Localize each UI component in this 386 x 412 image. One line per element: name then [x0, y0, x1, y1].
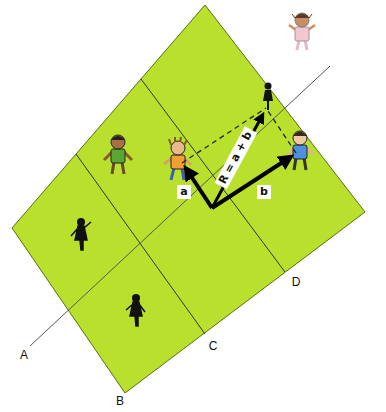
kid-hair: [169, 137, 187, 145]
kid-hair: [292, 14, 312, 18]
silhouette-head: [265, 83, 272, 90]
silhouette-body: [263, 90, 273, 110]
kid-figure: [287, 131, 314, 170]
kid-hair: [293, 132, 307, 137]
silhouette-figure: [71, 218, 91, 250]
field-divider: [76, 154, 205, 334]
kid-leg: [112, 162, 114, 174]
kid-leg: [171, 168, 174, 180]
kid-shirt: [111, 149, 125, 163]
kid-shirt: [295, 27, 309, 41]
vector-label: b: [257, 185, 271, 199]
vector-arrow: [212, 116, 262, 208]
vector-label: a: [177, 185, 190, 199]
point-label: A: [20, 349, 28, 362]
kid-leg: [122, 162, 124, 174]
kid-leg: [182, 168, 184, 180]
silhouette-body: [126, 302, 145, 326]
kid-head: [293, 131, 307, 145]
kid-leg: [294, 158, 296, 170]
kid-hair: [111, 136, 125, 140]
point-label: C: [209, 340, 218, 353]
kid-head: [171, 141, 185, 155]
silhouette-figure: [263, 83, 273, 111]
kid-head: [111, 135, 125, 149]
silhouette-head: [77, 218, 85, 226]
kid-leg: [304, 158, 306, 170]
vector-arrow: [187, 170, 212, 208]
playing-field: [12, 5, 365, 393]
center-line: [30, 66, 330, 346]
silhouette-figure: [126, 294, 145, 326]
silhouette-body: [71, 222, 91, 250]
dashed-guide: [266, 108, 296, 153]
kid-figure: [289, 13, 315, 50]
point-label: B: [116, 395, 124, 408]
kid-figure: [104, 135, 132, 174]
silhouette-head: [132, 294, 140, 302]
point-label: D: [292, 276, 301, 289]
